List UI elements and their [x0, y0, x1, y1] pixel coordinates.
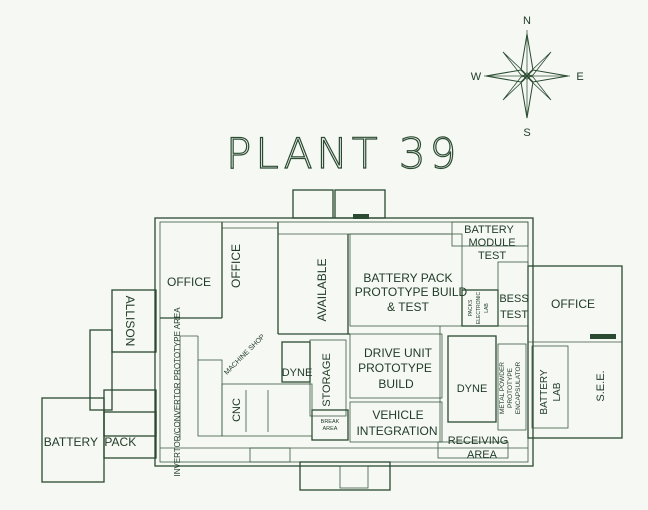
office-right-label: OFFICE: [551, 297, 595, 311]
drive-unit-label-1: DRIVE UNIT: [364, 346, 433, 360]
compass-n-label: N: [523, 15, 531, 27]
available-label: AVAILABLE: [315, 259, 329, 322]
cnc-label: CNC: [231, 398, 243, 422]
compass-s-label: S: [523, 127, 530, 139]
break-area-label-1: BREAK: [321, 419, 340, 425]
office-left-label: OFFICE: [167, 275, 211, 289]
interior-walls: [160, 221, 622, 463]
packs-electronic-lab-label-1: PACKS: [468, 299, 474, 316]
compass-e-label: E: [576, 71, 583, 83]
metal-powder-label-2: PROTOTYPE: [507, 367, 514, 408]
page-title: PLANT 39: [226, 129, 460, 178]
dyne-left-label: DYNE: [282, 367, 313, 379]
break-area-label-2: AREA: [323, 426, 338, 432]
compass-w-label: W: [471, 71, 482, 83]
vehicle-integration-label-2: INTEGRATION: [356, 424, 437, 438]
metal-powder-label-3: ENCAPSULATOR: [515, 361, 522, 414]
machine-shop-label: MACHINE SHOP: [223, 333, 266, 376]
battery-module-test-label-1: BATTERY: [464, 224, 514, 236]
vehicle-integration-label-1: VEHICLE: [372, 408, 423, 422]
dyne-right-label: DYNE: [457, 383, 488, 395]
metal-powder-label-1: METAL POWDER: [499, 362, 506, 414]
allison-label: ALLISON: [123, 296, 137, 347]
packs-electronic-lab-label-3: LAB: [484, 303, 490, 313]
receiving-area-label-1: RECEIVING: [448, 435, 509, 447]
battery-module-test-label-2: MODULE: [468, 237, 515, 249]
packs-electronic-lab-label-2: ELECTRONIC: [476, 292, 482, 325]
building-outline: [41, 189, 623, 491]
bess-test-label-1: BESS: [499, 293, 528, 305]
drive-unit-label-3: BUILD: [378, 377, 414, 391]
battery-pack-left-label: BATTERY PACK: [44, 435, 136, 449]
office-mid-label: OFFICE: [229, 244, 243, 288]
storage-label: STORAGE: [321, 353, 333, 407]
drive-unit-label-2: PROTOTYPE: [358, 361, 432, 375]
battery-module-test-label-3: TEST: [478, 250, 506, 262]
receiving-area-label-2: AREA: [467, 449, 498, 461]
battery-pack-prototype-label-3: & TEST: [387, 300, 429, 314]
bess-test-label-2: TEST: [500, 309, 528, 321]
battery-pack-prototype-label-2: PROTOTYPE BUILD: [355, 285, 468, 299]
battery-pack-prototype-label-1: BATTERY PACK: [363, 271, 452, 285]
battery-lab-label-1: BATTERY: [539, 369, 550, 415]
see-label: S.E.E.: [595, 370, 607, 401]
inverter-convertor-label: INVERTOR/CONVERTOR PROTOTYPE AREA: [173, 307, 182, 477]
battery-lab-label-2: LAB: [552, 382, 563, 401]
compass-rose-icon: N S E W: [471, 15, 584, 139]
